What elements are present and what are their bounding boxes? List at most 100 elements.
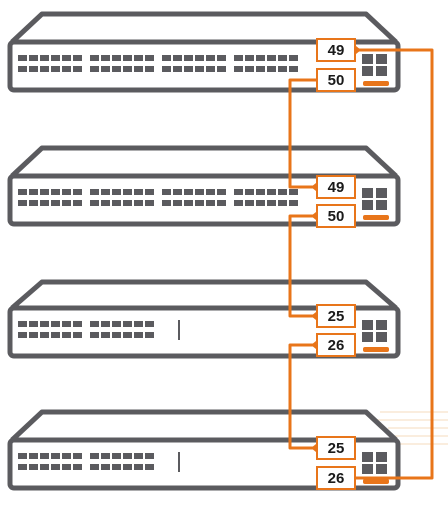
port [40,55,49,61]
port [145,66,154,72]
port [289,55,298,61]
port [245,189,254,195]
port [40,453,49,459]
port [18,66,27,72]
port [195,200,204,206]
port [234,55,243,61]
port [29,464,38,470]
port [184,55,193,61]
port [112,321,121,327]
switch-body [7,437,401,491]
status-led [363,81,389,86]
port [62,200,71,206]
port [73,453,82,459]
port [267,189,276,195]
port [51,200,60,206]
port [267,200,276,206]
decorative-stripes [372,411,448,445]
switch-lid [10,409,398,442]
port [112,189,121,195]
port [134,464,143,470]
port [123,453,132,459]
port [18,200,27,206]
port [195,189,204,195]
status-led [363,347,389,352]
port [184,66,193,72]
switch-4 [7,409,401,491]
port [245,200,254,206]
port [18,464,27,470]
port [40,332,49,338]
port [90,321,99,327]
port [162,66,171,72]
port [145,189,154,195]
port [29,200,38,206]
port [51,464,60,470]
port [101,189,110,195]
port [40,189,49,195]
port [101,321,110,327]
cable-sw3-26-to-sw4-25 [288,343,316,450]
port [123,55,132,61]
port [289,189,298,195]
port [73,464,82,470]
port [234,200,243,206]
port [145,321,154,327]
port [195,55,204,61]
port [267,66,276,72]
port [73,321,82,327]
port [134,189,143,195]
switch-body [7,39,401,93]
port [62,321,71,327]
port [112,55,121,61]
port [217,55,226,61]
port [90,464,99,470]
port [123,66,132,72]
port-label-49: 49 [316,38,356,62]
port [112,200,121,206]
port [101,464,110,470]
port [123,332,132,338]
cable-sw4-26-to-sw1-49 [356,48,434,480]
port [289,66,298,72]
uplink-port [362,320,373,330]
port [206,55,215,61]
port [256,66,265,72]
port [256,55,265,61]
switch-lid [10,145,398,178]
port [51,332,60,338]
switch-body [7,305,401,359]
port [278,200,287,206]
port [90,55,99,61]
port [234,189,243,195]
port [195,66,204,72]
uplink-port [376,332,387,342]
uplink-port [362,54,373,64]
port-label-50: 50 [316,68,356,92]
port [145,464,154,470]
port [62,55,71,61]
port [123,189,132,195]
port [217,189,226,195]
port [123,321,132,327]
port [267,55,276,61]
port [73,66,82,72]
port [123,200,132,206]
port [112,453,121,459]
port [51,66,60,72]
port [162,189,171,195]
port [29,189,38,195]
port [90,200,99,206]
port-label-26: 26 [316,466,356,490]
port [145,453,154,459]
port [18,189,27,195]
port [206,189,215,195]
port [134,200,143,206]
uplink-port [362,332,373,342]
uplink-port [376,188,387,198]
port [73,55,82,61]
switch-body [7,173,401,227]
port [62,332,71,338]
port [29,321,38,327]
